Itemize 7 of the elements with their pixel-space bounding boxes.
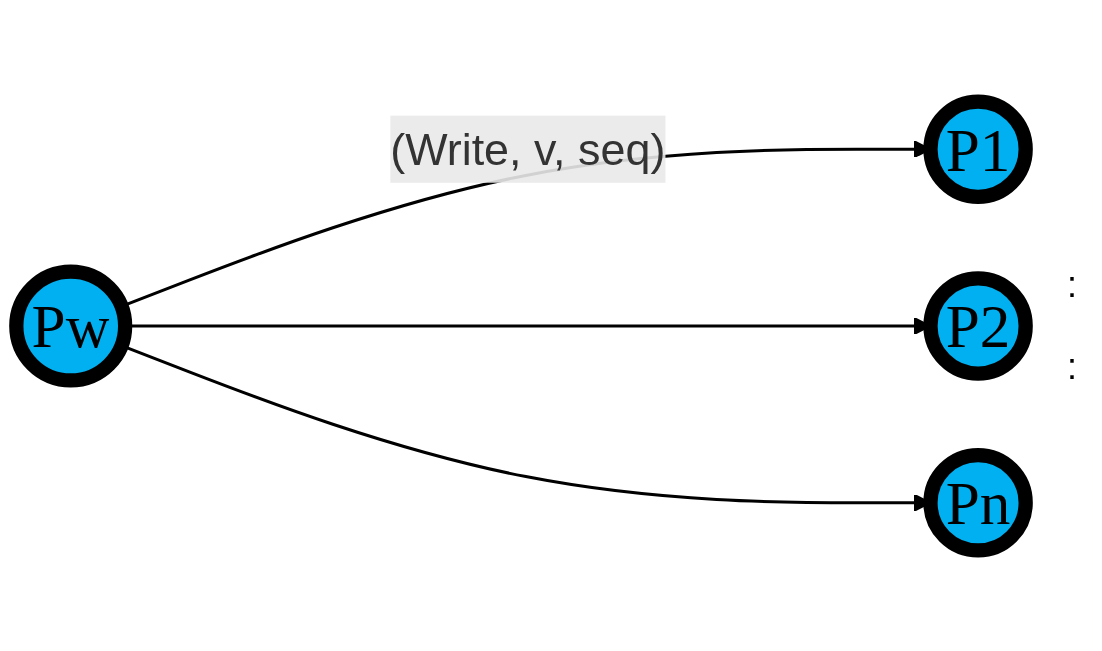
node-circle: P2 [923,270,1033,381]
ellipsis-mark: : [1067,263,1077,306]
node-circle: Pn [923,447,1033,558]
edge-label: (Write, v, seq) [390,123,666,175]
node-circle: Pw [9,263,133,388]
node-circle: P1 [923,93,1033,204]
ellipsis-mark: : [1067,345,1077,388]
